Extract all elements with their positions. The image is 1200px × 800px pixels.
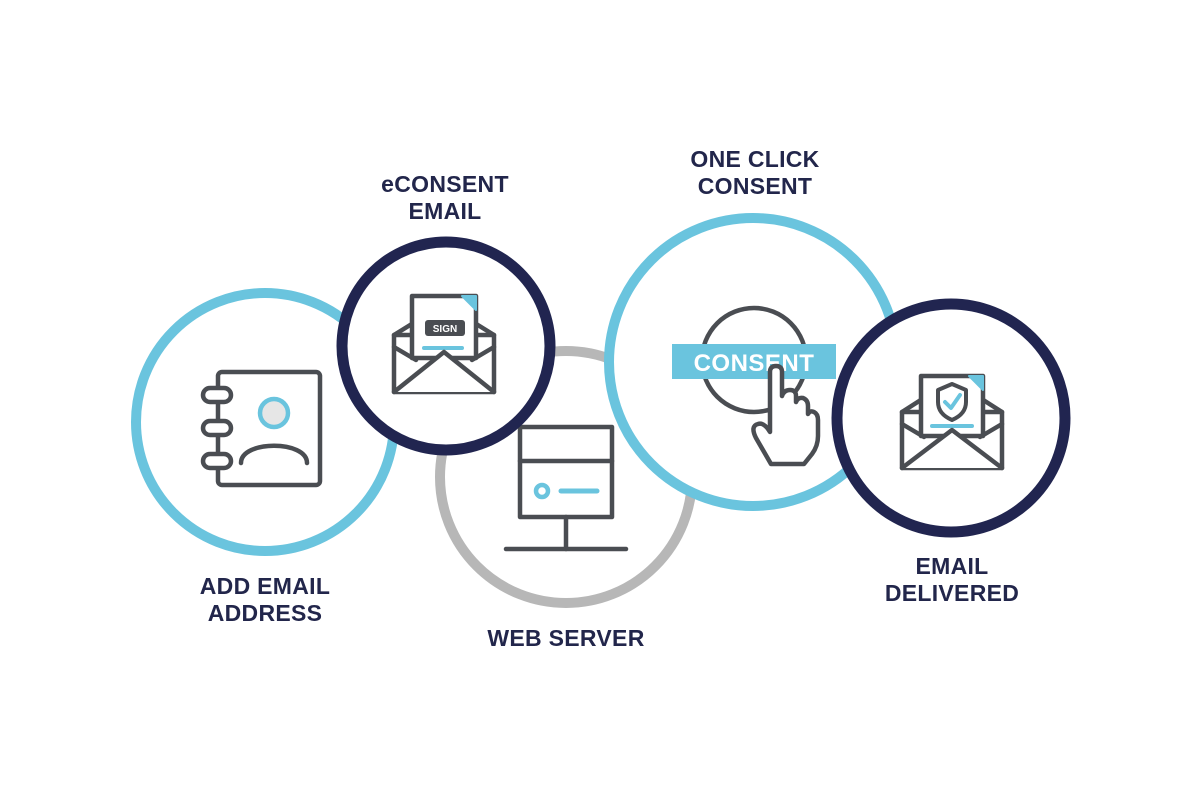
envelope-shield-icon [899,373,1005,471]
hand-pointer-icon [751,363,821,467]
sign-badge-text: SIGN [433,324,457,335]
step-econsent-email: SIGN [336,236,556,456]
server-icon [503,424,629,552]
step-email-delivered [831,298,1071,538]
label-econsent-email: eCONSENT EMAIL [381,171,509,224]
consent-click-icon: CONSENT [672,305,836,467]
label-email-delivered: EMAIL DELIVERED [884,553,1020,606]
address-book-icon [200,369,323,488]
label-add-email: ADD EMAIL ADDRESS [199,573,331,626]
step-one-click: CONSENT [604,213,902,511]
label-web-server: WEB SERVER [487,625,645,651]
envelope-sign-icon: SIGN [391,293,497,395]
consent-button-text: CONSENT [694,350,815,377]
step-add-email [131,288,399,556]
consent-button [672,344,836,379]
label-one-click: ONE CLICK CONSENT [690,146,820,199]
